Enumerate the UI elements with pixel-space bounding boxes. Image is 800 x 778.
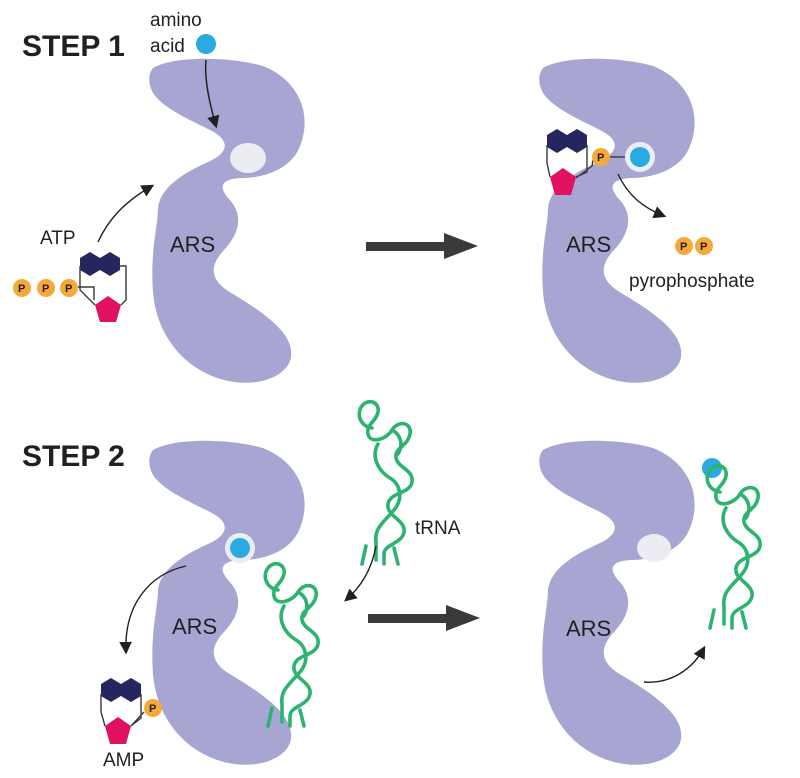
step2-title: STEP 2	[22, 440, 125, 473]
ars-enzyme-step2-before	[149, 440, 305, 765]
adenine-icon	[100, 252, 120, 276]
aminoacyl-amp-complex: P	[546, 129, 655, 195]
empty-active-site	[637, 534, 671, 562]
adenine-icon	[547, 129, 567, 153]
ars-label-step1-right: ARS	[566, 232, 611, 257]
amino-acid-icon	[230, 538, 250, 558]
phosphate-icon	[695, 237, 713, 255]
atp-label: ATP	[40, 228, 76, 249]
trna-free	[357, 399, 414, 566]
amino-acid-label-line1: amino	[150, 10, 202, 31]
phosphate-icon	[60, 279, 78, 297]
amp-label: AMP	[103, 750, 144, 771]
amp-molecule: P	[100, 678, 162, 744]
amp-release-arrow	[119, 565, 187, 655]
amino-acid-icon	[196, 34, 216, 54]
phosphate-symbol: P	[700, 241, 707, 253]
phosphate-symbol: P	[597, 152, 604, 164]
phosphate-icon	[37, 279, 55, 297]
ribose-icon	[105, 717, 131, 744]
phosphate-icon	[592, 148, 610, 166]
ribose-icon	[550, 168, 576, 195]
phosphate-icon	[675, 237, 693, 255]
trna-binding-arrow	[344, 545, 377, 602]
phosphate-icon	[144, 699, 162, 717]
amino-acid-icon	[630, 147, 650, 167]
atp-binding-arrow	[97, 184, 155, 243]
reaction-arrow-step1	[366, 233, 478, 259]
phosphate-symbol: P	[18, 283, 25, 295]
pyrophosphate-label: pyrophosphate	[629, 271, 755, 292]
ars-enzyme-step1-after	[539, 58, 695, 383]
adenine-icon	[121, 678, 141, 702]
reaction-arrow-step2	[368, 605, 480, 631]
ars-enzyme-step2-after	[539, 440, 695, 765]
ars-label-step2-right: ARS	[566, 616, 611, 641]
trna-bound	[263, 561, 320, 728]
ribose-icon	[95, 296, 121, 322]
adenine-icon	[567, 129, 587, 153]
phosphate-symbol: P	[42, 283, 49, 295]
phosphate-symbol: P	[65, 283, 72, 295]
empty-active-site	[230, 143, 266, 173]
amino-acid-binding-arrow	[204, 59, 220, 129]
phosphate-symbol: P	[680, 241, 687, 253]
ars-label-step1-left: ARS	[170, 232, 215, 257]
phosphate-symbol: P	[149, 703, 156, 715]
trna-charged	[705, 463, 762, 630]
ars-label-step2-left: ARS	[172, 614, 217, 639]
trna-label: tRNA	[415, 518, 461, 539]
atp-molecule: P P P	[13, 252, 127, 322]
adenine-icon	[80, 252, 100, 276]
amino-acid-label-line2: acid	[150, 36, 185, 57]
phosphate-icon	[13, 279, 31, 297]
pyrophosphate-release-arrow	[617, 173, 667, 219]
step1-title: STEP 1	[22, 30, 125, 63]
ars-enzyme-step1-before	[149, 58, 305, 383]
trna-release-arrow	[643, 645, 706, 683]
adenine-icon	[101, 678, 121, 702]
pyrophosphate: P P	[675, 237, 713, 255]
